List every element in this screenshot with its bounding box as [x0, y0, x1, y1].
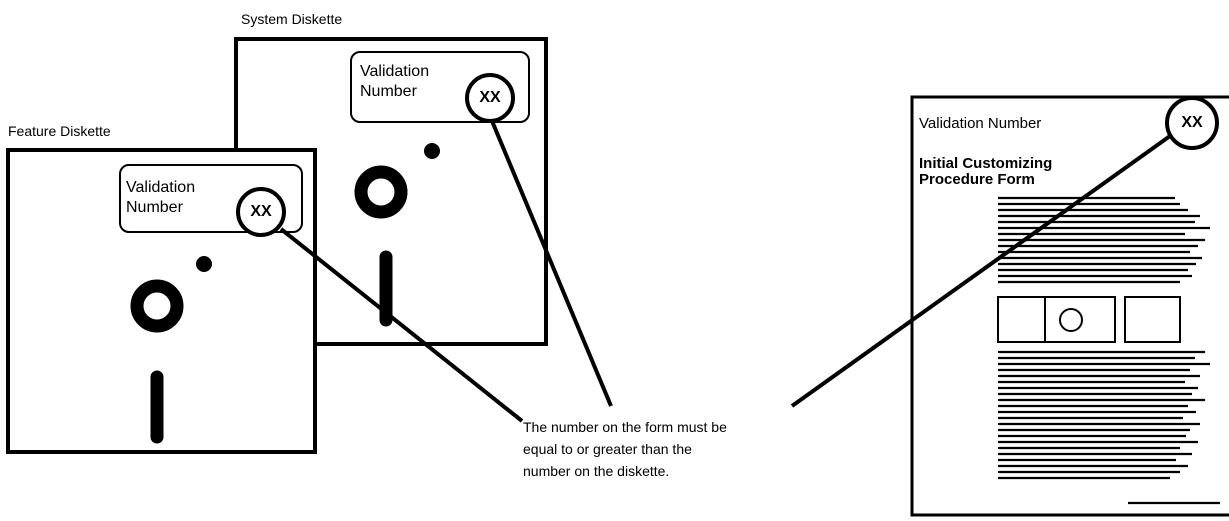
form-box-middle	[1044, 296, 1116, 343]
system-diskette-hub	[354, 165, 408, 219]
feature-validation-label: Validation Number	[126, 179, 196, 216]
system-xx-circle	[465, 73, 515, 123]
form-box-left	[997, 296, 1046, 343]
system-diskette-index-hole	[424, 143, 440, 159]
form-page	[910, 95, 1229, 517]
form-outline	[910, 95, 1229, 517]
system-validation-label: Validation Number	[360, 63, 430, 100]
form-circle-mark	[1059, 308, 1083, 332]
system-diskette-title: System Diskette	[241, 11, 343, 27]
form-text-lines-bottom	[998, 350, 1220, 505]
feature-diskette	[6, 148, 317, 454]
feature-xx-circle	[236, 187, 286, 237]
connector-system-to-caption	[490, 120, 613, 407]
form-box-right	[1124, 296, 1181, 343]
feature-diskette-title: Feature Diskette	[8, 123, 111, 139]
feature-validation-value: XX	[250, 203, 272, 220]
form-title: Initial Customizing Procedure Form	[919, 155, 1053, 188]
connector-form-to-caption	[790, 134, 1172, 408]
feature-diskette-hub	[130, 279, 184, 333]
system-validation-value: XX	[479, 89, 501, 106]
form-text-lines-top	[998, 196, 1210, 284]
feature-diskette-index-hole	[196, 256, 212, 272]
form-validation-label: Validation Number	[919, 115, 1042, 132]
connector-feature-to-caption	[279, 227, 524, 423]
form-validation-value: XX	[1181, 114, 1203, 131]
form-xx-circle	[1165, 96, 1219, 150]
caption: The number on the form must be equal to …	[523, 419, 727, 479]
